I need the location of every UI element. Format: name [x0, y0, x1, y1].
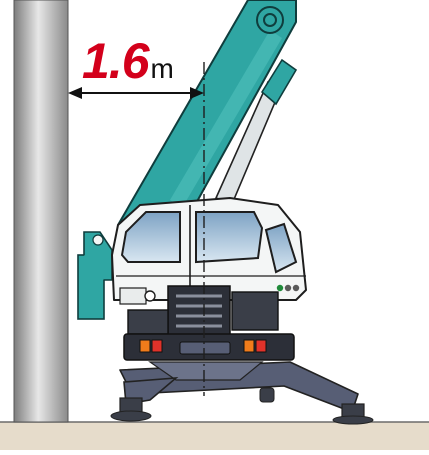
- outriggers: [110, 361, 374, 425]
- dimension-arrow-icon: [68, 87, 204, 99]
- pillar-icon: [13, 0, 69, 423]
- clearance-unit: m: [150, 53, 174, 84]
- crane-chassis: [123, 285, 295, 361]
- crane-boom: [117, 0, 298, 237]
- counterweight: [77, 231, 113, 320]
- crane-cab: [111, 197, 307, 305]
- clearance-label: 1.6m: [82, 36, 174, 86]
- clearance-value: 1.6: [82, 33, 150, 89]
- ground: [0, 422, 429, 450]
